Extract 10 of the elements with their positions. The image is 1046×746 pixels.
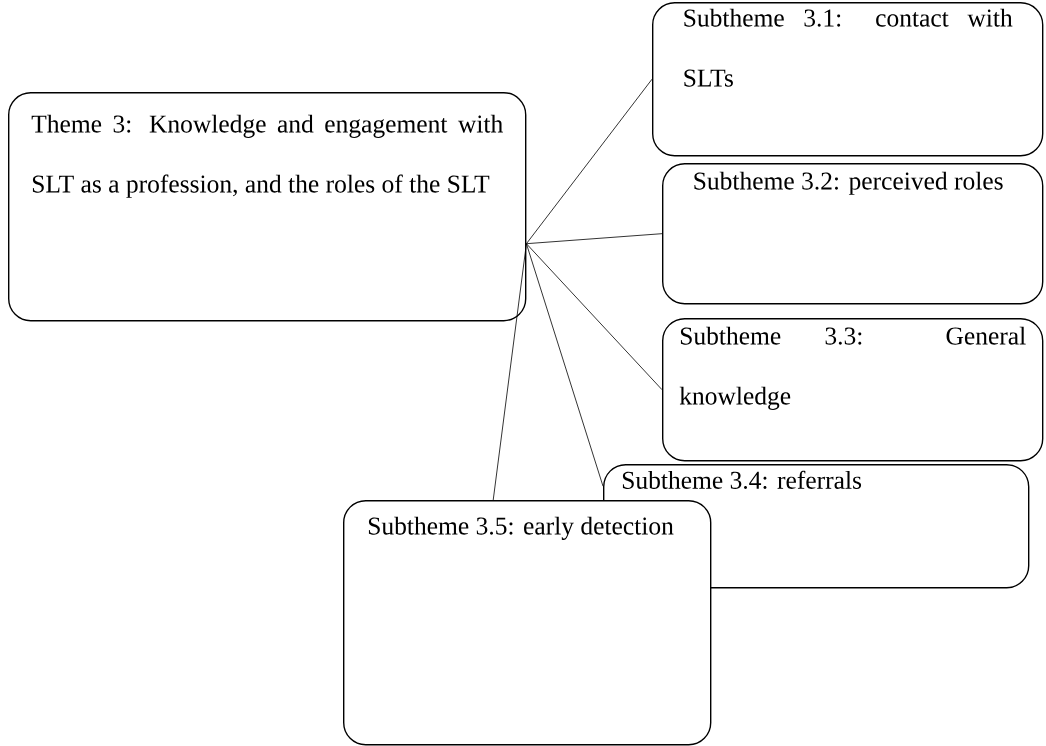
subtheme-box: Subtheme 3.5: early detection	[343, 500, 712, 746]
connector-line	[526, 78, 653, 245]
connector-line	[492, 243, 527, 501]
subtheme-box: Subtheme 3.3: General knowledge	[662, 318, 1044, 462]
subtheme-box: Subtheme 3.1: contact with SLTs	[652, 2, 1044, 157]
connector-line	[526, 243, 604, 487]
subtheme-box: Subtheme 3.2: perceived roles	[662, 163, 1044, 305]
connector-line	[526, 243, 663, 391]
connector-line	[526, 233, 663, 245]
theme-box: Theme 3: Knowledge and engagement with SLT as a profession, and the roles of the SLT	[8, 92, 527, 322]
